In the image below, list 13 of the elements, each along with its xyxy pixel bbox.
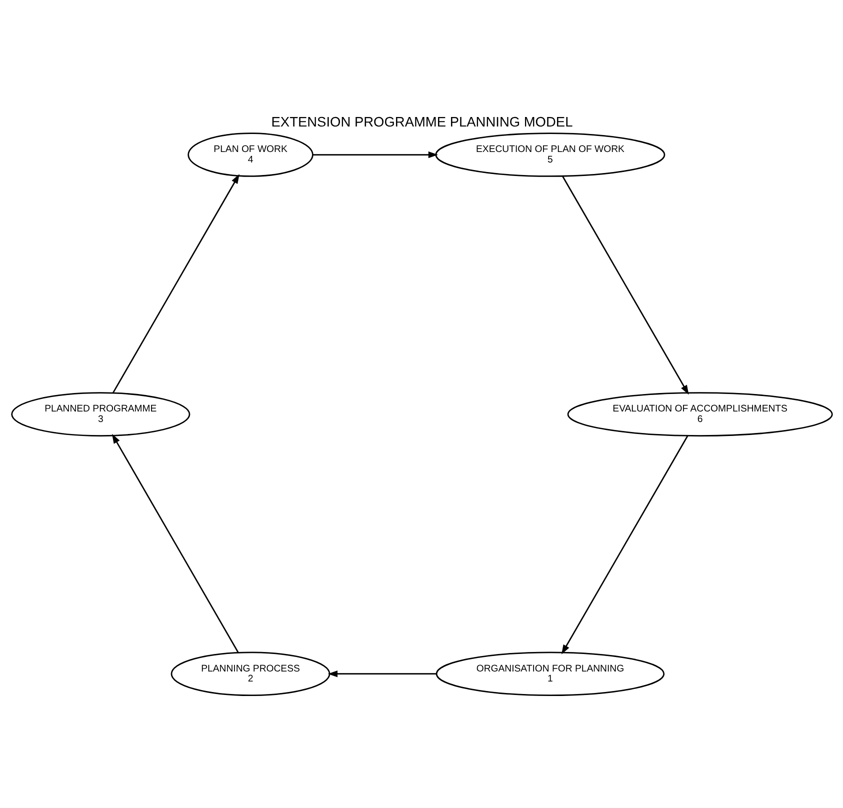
arrow [312,151,438,158]
node-ellipse: ORGANISATION FOR PLANNING 1 [435,652,664,696]
diagram-title: EXTENSION PROGRAMME PLANNING MODEL [270,114,572,130]
node-ellipse: PLANNED PROGRAMME 3 [10,392,190,436]
node-ellipse: EVALUATION OF ACCOMPLISHMENTS 6 [566,392,832,436]
arrow [327,670,436,678]
arrow [562,176,688,395]
node-ellipse: PLANNING PROCESS 2 [170,652,330,696]
node-ellipse: EXECUTION OF PLAN OF WORK 5 [434,132,665,177]
arrow [560,435,688,654]
node-ellipse: PLAN OF WORK 4 [187,132,313,177]
arrow [111,434,238,653]
arrow [112,174,239,394]
